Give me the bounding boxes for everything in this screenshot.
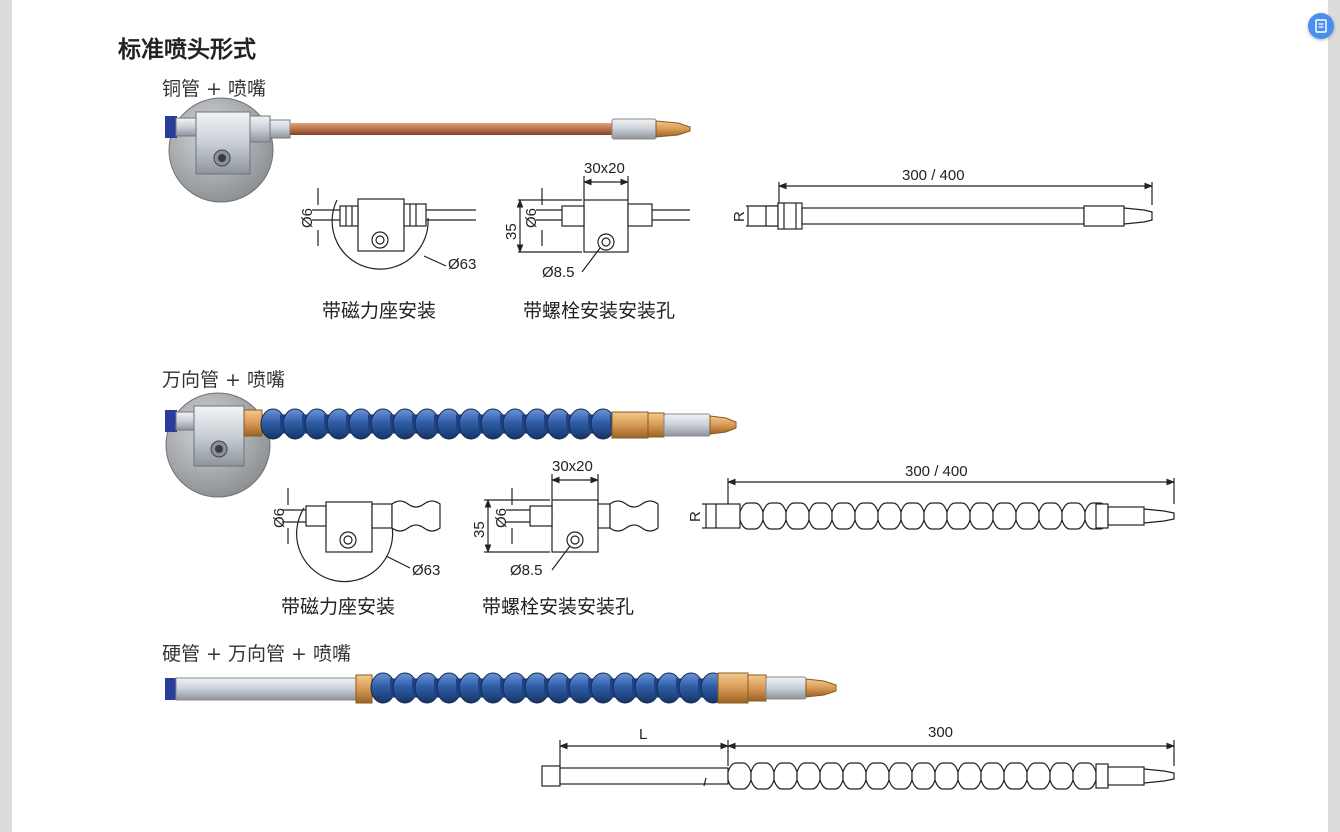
hose-segment-outline — [1026, 762, 1051, 790]
page-margin-left — [0, 0, 12, 832]
hose-segment-outline — [1038, 502, 1063, 530]
dim-height-1: 35 — [503, 223, 520, 240]
page-margin-right — [1328, 0, 1340, 832]
rigid-flex-nozzle-photo — [165, 672, 837, 704]
hose-segment-outline — [865, 762, 890, 790]
dim-base-2: Ø63 — [412, 562, 440, 579]
magnet-mount-drawing-2 — [282, 488, 441, 583]
hose-segment-outline — [992, 502, 1017, 530]
caption-bolt-mount-2: 带螺栓安装安装孔 — [482, 596, 635, 618]
hose-segment-outline — [854, 502, 879, 530]
hose-segment-outline — [819, 762, 844, 790]
hose-segment-outline — [900, 502, 925, 530]
dim-height-2: 35 — [471, 521, 488, 538]
hose-segment-outline — [946, 502, 971, 530]
dim-pipe-2: Ø6 — [271, 508, 288, 528]
hose-segment-outline — [980, 762, 1005, 790]
length-drawing-3 — [541, 740, 1175, 790]
hose-segment-outline — [877, 502, 902, 530]
magnet-mount-drawing-1 — [312, 188, 476, 270]
hose-segment-outline — [773, 762, 798, 790]
dim-pipe2-1: Ø6 — [523, 208, 540, 228]
hose-segment-outline — [911, 762, 936, 790]
hose-segment-outline — [1049, 762, 1074, 790]
page-title: 标准喷头形式 — [118, 37, 256, 63]
hose-segment-outline — [934, 762, 959, 790]
hose-segment-outline — [785, 502, 810, 530]
section-label-flex: 万向管 + 喷嘴 — [162, 369, 285, 391]
hose-segment-outline — [808, 502, 833, 530]
flex-nozzle-photo — [165, 392, 737, 498]
bolt-mount-drawing-1 — [516, 176, 690, 273]
hose-segment-outline — [796, 762, 821, 790]
caption-bolt-mount-1: 带螺栓安装安装孔 — [523, 300, 676, 322]
hose-segment-outline — [1061, 502, 1086, 530]
floating-document-button[interactable] — [1308, 13, 1334, 39]
caption-magnet-mount-1: 带磁力座安装 — [322, 300, 437, 322]
hose-segment-outline — [957, 762, 982, 790]
copper-nozzle-photo — [165, 97, 691, 203]
dim-length-2: 300 / 400 — [905, 463, 968, 480]
dim-pipe2-2: Ø6 — [493, 508, 510, 528]
hose-segment-outline — [1003, 762, 1028, 790]
dim-left-length-3: L — [639, 726, 647, 743]
caption-magnet-mount-2: 带磁力座安装 — [281, 596, 396, 618]
dim-base-1: Ø63 — [448, 256, 476, 273]
section-label-copper: 铜管 + 喷嘴 — [162, 78, 266, 100]
hose-segment-outline — [762, 502, 787, 530]
dim-length-1: 300 / 400 — [902, 167, 965, 184]
dim-radius-1: R — [731, 211, 748, 222]
dim-radius-2: R — [687, 511, 704, 522]
hose-segment-outline — [831, 502, 856, 530]
length-drawing-1 — [746, 182, 1153, 230]
dim-right-length-3: 300 — [928, 724, 953, 741]
hose-segment-outline — [842, 762, 867, 790]
document-icon — [1315, 19, 1327, 33]
hose-segment-outline — [1015, 502, 1040, 530]
hose-segment-outline — [888, 762, 913, 790]
bolt-mount-drawing-2 — [484, 474, 659, 571]
hose-segment-outline — [739, 502, 764, 530]
hose-segment-outline — [923, 502, 948, 530]
dim-hole-1: Ø8.5 — [542, 264, 575, 281]
dim-block-2: 30x20 — [552, 458, 593, 475]
hose-segment-outline — [1072, 762, 1097, 790]
dim-block-1: 30x20 — [584, 160, 625, 177]
length-drawing-2 — [702, 478, 1175, 530]
section-label-rigid-flex: 硬管 + 万向管 + 喷嘴 — [162, 643, 351, 665]
hose-segment-outline — [969, 502, 994, 530]
hose-segment-outline — [750, 762, 775, 790]
dim-pipe-1: Ø6 — [299, 208, 316, 228]
hose-segment-outline — [727, 762, 752, 790]
dim-hole-2: Ø8.5 — [510, 562, 543, 579]
